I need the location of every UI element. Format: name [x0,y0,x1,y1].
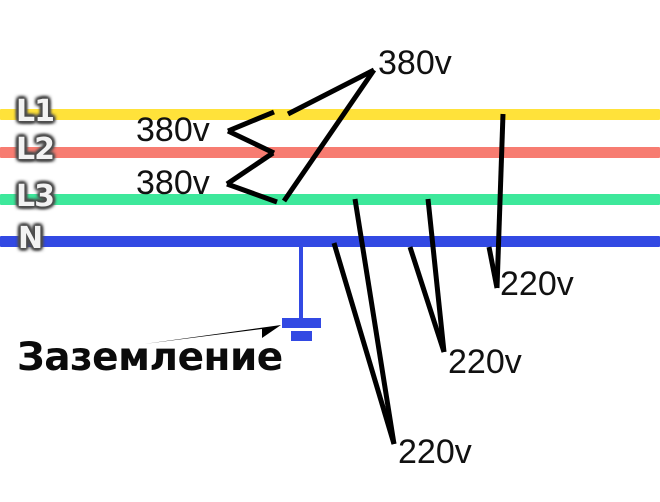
voltage-label-380v-top: 380v [378,44,452,82]
earth-bar-wide [282,318,321,328]
earth-bar-narrow [291,331,312,341]
phase-label-l3: L3 [16,179,55,214]
leader-220v-bottom-to-l3 [352,198,397,445]
leader-220v-right-arrowhead [486,246,500,289]
voltage-label-380v-l1-l2: 380v [136,111,210,149]
voltage-label-220v-middle: 220v [448,343,522,381]
phase-line-l1 [0,109,660,120]
leader-380v-top-to-l1 [286,67,376,117]
leader-380v-b-to-l3 [226,181,278,205]
phase-line-l3 [0,194,660,205]
earth-symbol [282,240,321,341]
leader-220v-bottom-to-n [331,242,397,445]
phase-line-l2 [0,147,660,158]
leader-380v-b-to-l2 [225,150,275,187]
earth-pointer-arrow [144,325,281,344]
phase-label-l2: L2 [16,132,55,167]
phase-label-n: N [18,221,43,256]
earth-caption: Заземление [17,335,283,380]
leader-220v-middle-to-l3 [425,198,447,353]
leader-380v-a-to-l2 [226,128,276,156]
voltage-label-220v-right: 220v [500,265,574,303]
leader-380v-top-to-l3 [281,68,377,203]
leader-220v-right-main [494,113,506,289]
phase-label-l1: L1 [16,94,55,129]
neutral-line-n [0,236,660,247]
leader-380v-a-to-l1 [227,109,275,134]
voltage-label-220v-bottom: 220v [398,433,472,471]
voltage-label-380v-l2-l3: 380v [136,164,210,202]
leader-220v-middle-to-n [407,246,447,353]
